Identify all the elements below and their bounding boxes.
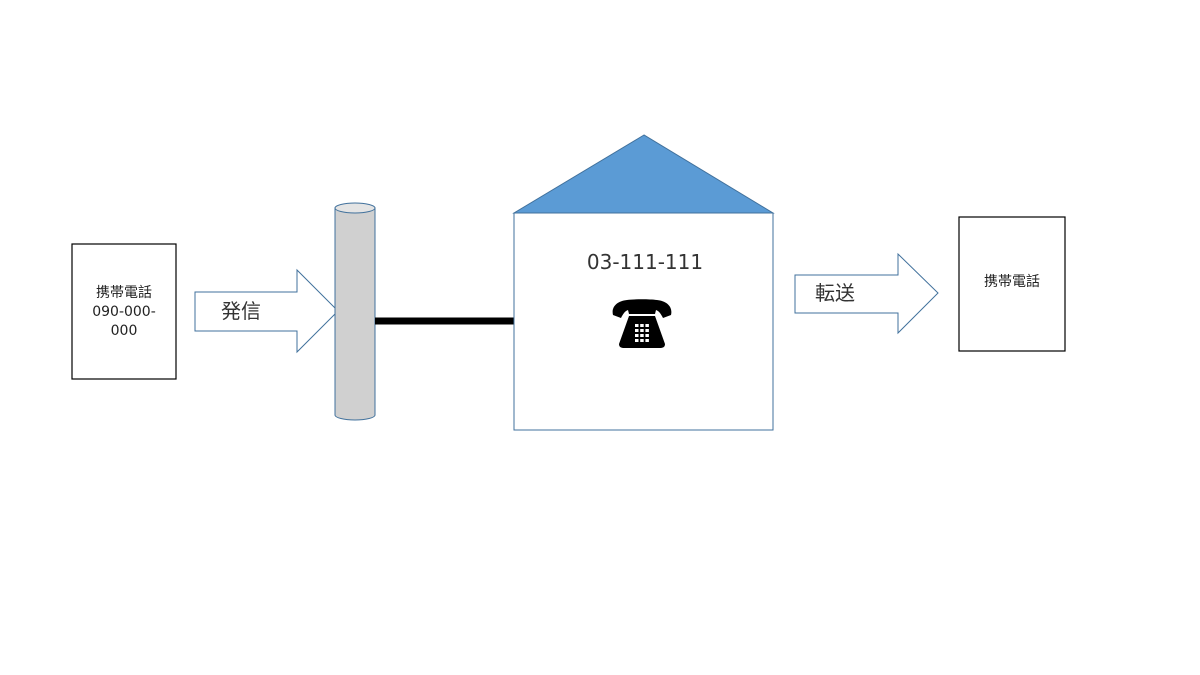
telephone-icon: [612, 299, 672, 348]
outgoing-arrow-label: 発信: [221, 299, 261, 323]
forward-arrow-label: 転送: [815, 281, 855, 305]
caller-phone-label: 携帯電話 090-000- 000: [92, 285, 156, 339]
house-roof: [512, 134, 775, 214]
destination-phone-label: 携帯電話: [984, 274, 1040, 290]
utility-pole: [334, 202, 376, 421]
outgoing-arrow: [194, 268, 339, 354]
caller-phone-box: [71, 243, 177, 380]
house-phone-number: 03-111-111: [586, 250, 704, 274]
destination-phone-box: [958, 216, 1066, 352]
forward-arrow: [794, 252, 939, 335]
